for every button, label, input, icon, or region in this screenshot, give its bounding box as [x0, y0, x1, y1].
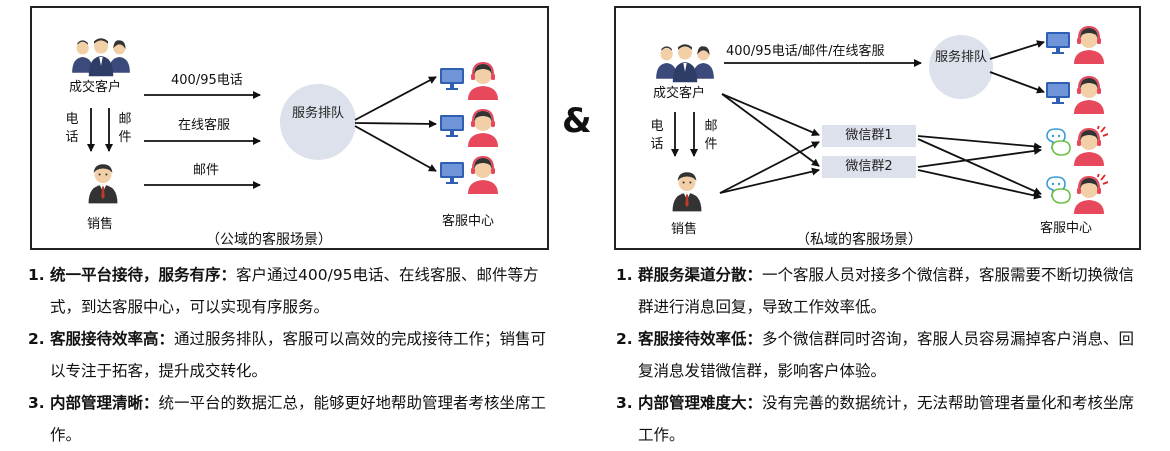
customer-group-icon	[656, 44, 714, 83]
private-domain-caption: （私域的客服场景）	[796, 232, 922, 248]
note-body: 通过服务排队，客服可以高效的完成接待工作；销售可以专注于拓客，提升成交转化。	[50, 330, 547, 380]
agent-icon	[1045, 76, 1105, 114]
note-item: 3.内部管理清晰：统一平台的数据汇总，能够更好地帮助管理者考核坐席工作。	[28, 394, 547, 444]
agent-icon	[439, 62, 499, 100]
note-heading: 统一平台接待，服务有序：	[50, 266, 237, 284]
note-heading: 群服务渠道分散：	[638, 266, 763, 284]
note-item: 1.群服务渠道分散：一个客服人员对接多个微信群，客服需要不断切换微信群进行消息回…	[616, 266, 1135, 316]
busy-agent-icon	[1046, 126, 1108, 166]
sales-person-icon	[672, 172, 702, 212]
mail-vertical-label: 邮件	[704, 119, 718, 152]
public-domain-diagram: 成交客户 电话 邮件 销售 400/95电话 在线客服 邮件 服务排队 客服中心…	[30, 6, 549, 250]
service-center-label: 客服中心	[442, 214, 495, 229]
public-domain-caption: （公域的客服场景）	[206, 232, 332, 248]
note-body: 多个微信群同时咨询，客服人员容易漏掉客户消息、回复消息发错微信群，影响客户体验。	[638, 330, 1135, 380]
queue-arrow-agent-2	[989, 71, 1045, 94]
note-body: 统一平台的数据汇总，能够更好地帮助管理者考核坐席工作。	[50, 394, 547, 444]
mail-vertical-label: 邮件	[118, 112, 132, 145]
sales-person-icon	[88, 164, 118, 204]
public-diagram-graphics	[72, 38, 499, 204]
sales-label: 销售	[87, 217, 114, 232]
wechat-group-2: 微信群2	[822, 156, 916, 178]
agent-icon	[1045, 26, 1105, 64]
channel-label-phone: 400/95电话	[171, 73, 243, 88]
phone-vertical-label: 电话	[650, 119, 664, 152]
note-body: 客户通过400/95电话、在线客服、邮件等方式，到达客服中心，可以实现有序服务。	[50, 266, 539, 316]
note-item: 2.客服接待效率低：多个微信群同时咨询，客服人员容易漏掉客户消息、回复消息发错微…	[616, 330, 1135, 380]
queue-arrow-agent-1	[989, 40, 1045, 60]
queue-arrow-agent-1	[354, 76, 437, 121]
service-queue-bubble	[929, 35, 993, 99]
note-heading: 内部管理难度大：	[638, 394, 763, 412]
busy-agent-icon	[1046, 174, 1108, 214]
customer-to-group1-arrow	[721, 93, 820, 136]
service-center-label: 客服中心	[1040, 221, 1093, 236]
note-item: 3.内部管理难度大：没有完善的数据统计，无法帮助管理者量化和考核坐席工作。	[616, 394, 1135, 444]
sales-to-group1-arrow	[719, 141, 820, 194]
customer-group-icon	[72, 38, 130, 77]
private-domain-notes: 1.群服务渠道分散：一个客服人员对接多个微信群，客服需要不断切换微信群进行消息回…	[616, 259, 1146, 451]
sales-to-group2-arrow	[719, 167, 820, 194]
note-heading: 客服接待效率低：	[638, 330, 763, 348]
private-domain-diagram: 成交客户 电话 邮件 销售 400/95电话/邮件/在线客服 服务排队 微信群1…	[614, 6, 1141, 250]
ampersand-symbol: &	[562, 101, 592, 141]
channel-label: 400/95电话/邮件/在线客服	[726, 44, 885, 59]
group2-to-agent-4-arrow	[917, 169, 1042, 200]
agent-icon	[439, 109, 499, 147]
service-queue-bubble	[280, 84, 356, 160]
service-queue-label: 服务排队	[291, 106, 344, 121]
customer-label: 成交客户	[69, 80, 122, 95]
public-domain-notes: 1.统一平台接待，服务有序：客户通过400/95电话、在线客服、邮件等方式，到达…	[28, 259, 553, 451]
note-body: 一个客服人员对接多个微信群，客服需要不断切换微信群进行消息回复，导致工作效率低。	[638, 266, 1135, 316]
wechat-group-1: 微信群1	[822, 125, 916, 147]
phone-vertical-label: 电话	[65, 112, 79, 145]
channel-label-online: 在线客服	[178, 118, 231, 133]
private-diagram-graphics	[656, 26, 1108, 214]
note-body: 没有完善的数据统计，无法帮助管理者量化和考核坐席工作。	[638, 394, 1135, 444]
group1-to-agent-3-arrow	[917, 135, 1042, 151]
note-item: 1.统一平台接待，服务有序：客户通过400/95电话、在线客服、邮件等方式，到达…	[28, 266, 539, 316]
sales-label: 销售	[671, 222, 698, 237]
channel-label-mail: 邮件	[193, 163, 220, 178]
agent-icon	[439, 156, 499, 194]
customer-label: 成交客户	[653, 86, 706, 101]
note-heading: 客服接待效率高：	[50, 330, 175, 348]
customer-to-group2-arrow	[721, 93, 820, 167]
note-item: 2.客服接待效率高：通过服务排队，客服可以高效的完成接待工作；销售可以专注于拓客…	[28, 330, 547, 380]
group2-to-agent-3-arrow	[917, 146, 1042, 168]
queue-arrow-agent-2	[354, 119, 437, 128]
queue-arrow-agent-3	[354, 125, 437, 172]
group1-to-agent-4-arrow	[917, 138, 1042, 195]
service-queue-label: 服务排队	[934, 50, 987, 65]
note-heading: 内部管理清晰：	[50, 394, 159, 412]
